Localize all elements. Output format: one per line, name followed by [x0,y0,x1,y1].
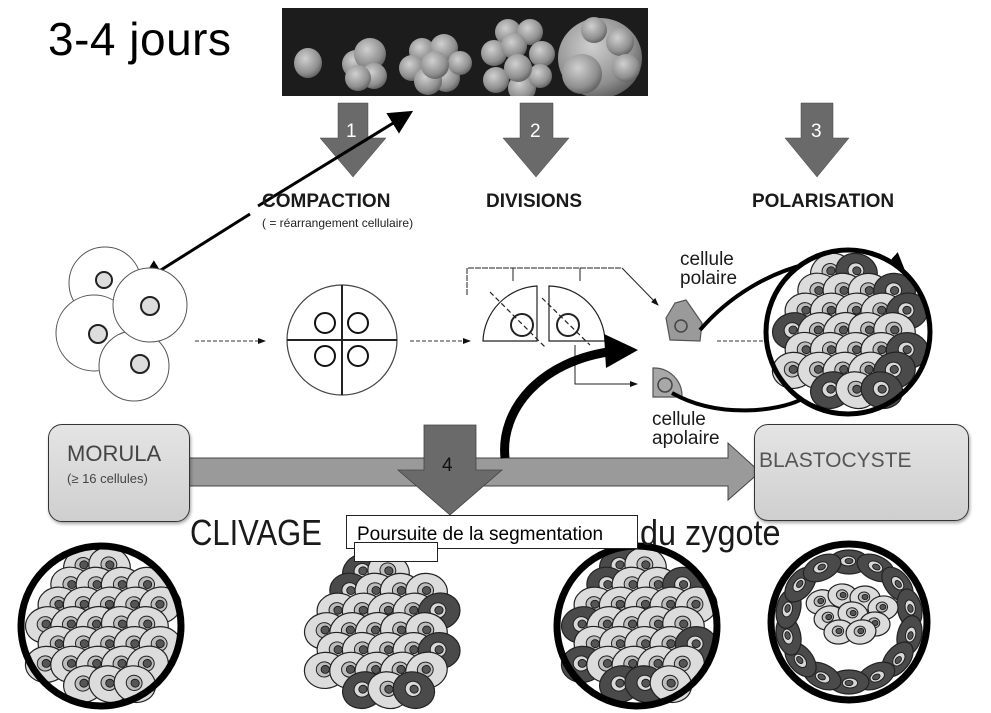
embryo-photos [294,17,642,96]
polar-cell [665,299,703,342]
empty-overlay-box [354,542,438,562]
embryo-8-cell [399,34,472,95]
polarised-morula-illustration [763,247,933,417]
apolar-cell-label-line1: cellule [652,409,706,430]
embryo-1-cell [294,48,322,78]
embryo-morula [558,17,642,96]
compacted-embryo-drawing [286,284,398,396]
apolar-to-blastocyst-curve [671,391,801,413]
step-2-number: 2 [530,121,541,142]
step-2-arrow: 2 [502,102,570,178]
polar-cell-label-line1: cellule [680,249,734,270]
blastocyst-title: BLASTOCYSTE [759,449,912,472]
compacted-morula-illustration [553,542,721,710]
polar-cell-label: cellule polaire [680,250,737,288]
apolar-cell-label: cellule apolaire [652,410,720,448]
embryo-photo-strip [282,8,648,96]
apolar-cell-label-line2: apolaire [652,428,720,449]
dark-cell [784,641,817,678]
morula-subtitle: (≥ 16 cellules) [67,471,148,486]
four-cell-embryo-drawing [55,246,188,402]
division-drawing [466,267,659,387]
zona-pellucida-ring [763,247,933,417]
apolar-cell [652,367,683,398]
step-1-number: 1 [346,121,357,142]
embryo-4-cell [342,38,387,91]
zona-pellucida-ring [17,542,185,710]
divisions-label: DIVISIONS [486,191,583,212]
dark-cell [802,553,842,583]
caption-clivage: CLIVAGE [190,512,322,553]
step-3-arrow: 3 [784,102,850,178]
caption-overlay-text: Poursuite de la segmentation [357,524,604,545]
light-cell [823,619,855,645]
polarisation-label: POLARISATION [752,191,895,212]
zona-pellucida-ring [767,540,931,704]
blastocyst-box: BLASTOCYSTE [754,424,969,521]
step-4-curve-arrow [500,346,616,459]
step-4-arrow: 4 [396,424,504,516]
caption-du-zygote: du zygote [640,512,781,553]
step-3-number: 3 [811,121,822,142]
step-1-arrow: 1 [319,102,387,178]
compaction-link-arrow [139,110,414,284]
polarised-cell-cluster-illustration [303,552,461,710]
compaction-sublabel: ( = réarrangement cellulaire) [262,216,414,230]
step-4-curve-arrowhead [604,334,638,368]
compaction-label: COMPACTION [262,191,391,212]
light-cell [845,619,877,645]
step-4-number: 4 [442,455,453,476]
morula-title: MORULA [67,441,162,466]
embryo-16-cell [481,19,555,96]
caption-overlay-box: Poursuite de la segmentation [346,515,638,549]
polar-cell-label-line2: polaire [680,268,738,289]
page-title: 3-4 jours [48,13,232,65]
morula-illustration [17,542,185,710]
blastocyst-illustration [767,540,931,704]
dark-cell [392,671,436,710]
morula-box: MORULA (≥ 16 cellules) [48,424,190,522]
